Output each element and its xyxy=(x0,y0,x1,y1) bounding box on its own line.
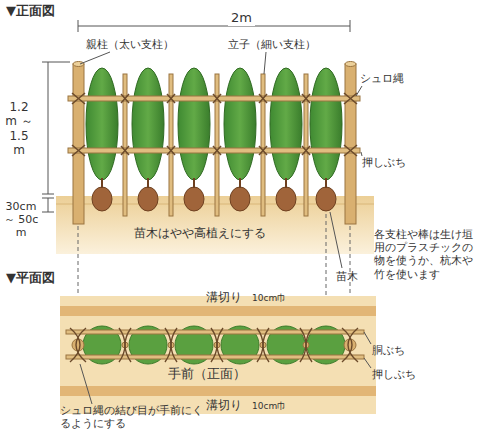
dimension-label: 2m xyxy=(228,10,255,26)
part-name: 立子（細い支柱） xyxy=(228,38,316,51)
part-name: 押しぶち xyxy=(362,156,406,169)
note: 各支柱や棒は生け垣用のプラスチックの物を使うか、杭木や竹を使います xyxy=(374,228,474,281)
part-name: 胴ぶち xyxy=(372,344,405,357)
dimension-label: 10cm巾 xyxy=(252,293,286,304)
dimension-label: 30cm ～ 50cm xyxy=(2,200,40,240)
part-name: 溝切り xyxy=(206,290,242,304)
dimension-label: 1.2m ～ 1.5m xyxy=(4,100,34,158)
dimension-label: 10cm巾 xyxy=(252,401,286,412)
part-name: シュロ縄 xyxy=(360,72,404,85)
part-name: 苗木 xyxy=(336,270,358,283)
part-name: 親柱（太い支柱） xyxy=(86,38,174,51)
part-name: 押しぶち xyxy=(372,368,416,381)
section-heading: ▼正面図 xyxy=(6,3,55,19)
part-name: 手前（正面） xyxy=(168,366,246,382)
note: シュロ縄の結び目が手前にくるようにする xyxy=(60,404,210,430)
note: 苗木はやや高植えにする xyxy=(134,226,266,240)
part-name: 溝切り xyxy=(206,398,242,412)
section-heading: ▼平面図 xyxy=(6,270,55,286)
